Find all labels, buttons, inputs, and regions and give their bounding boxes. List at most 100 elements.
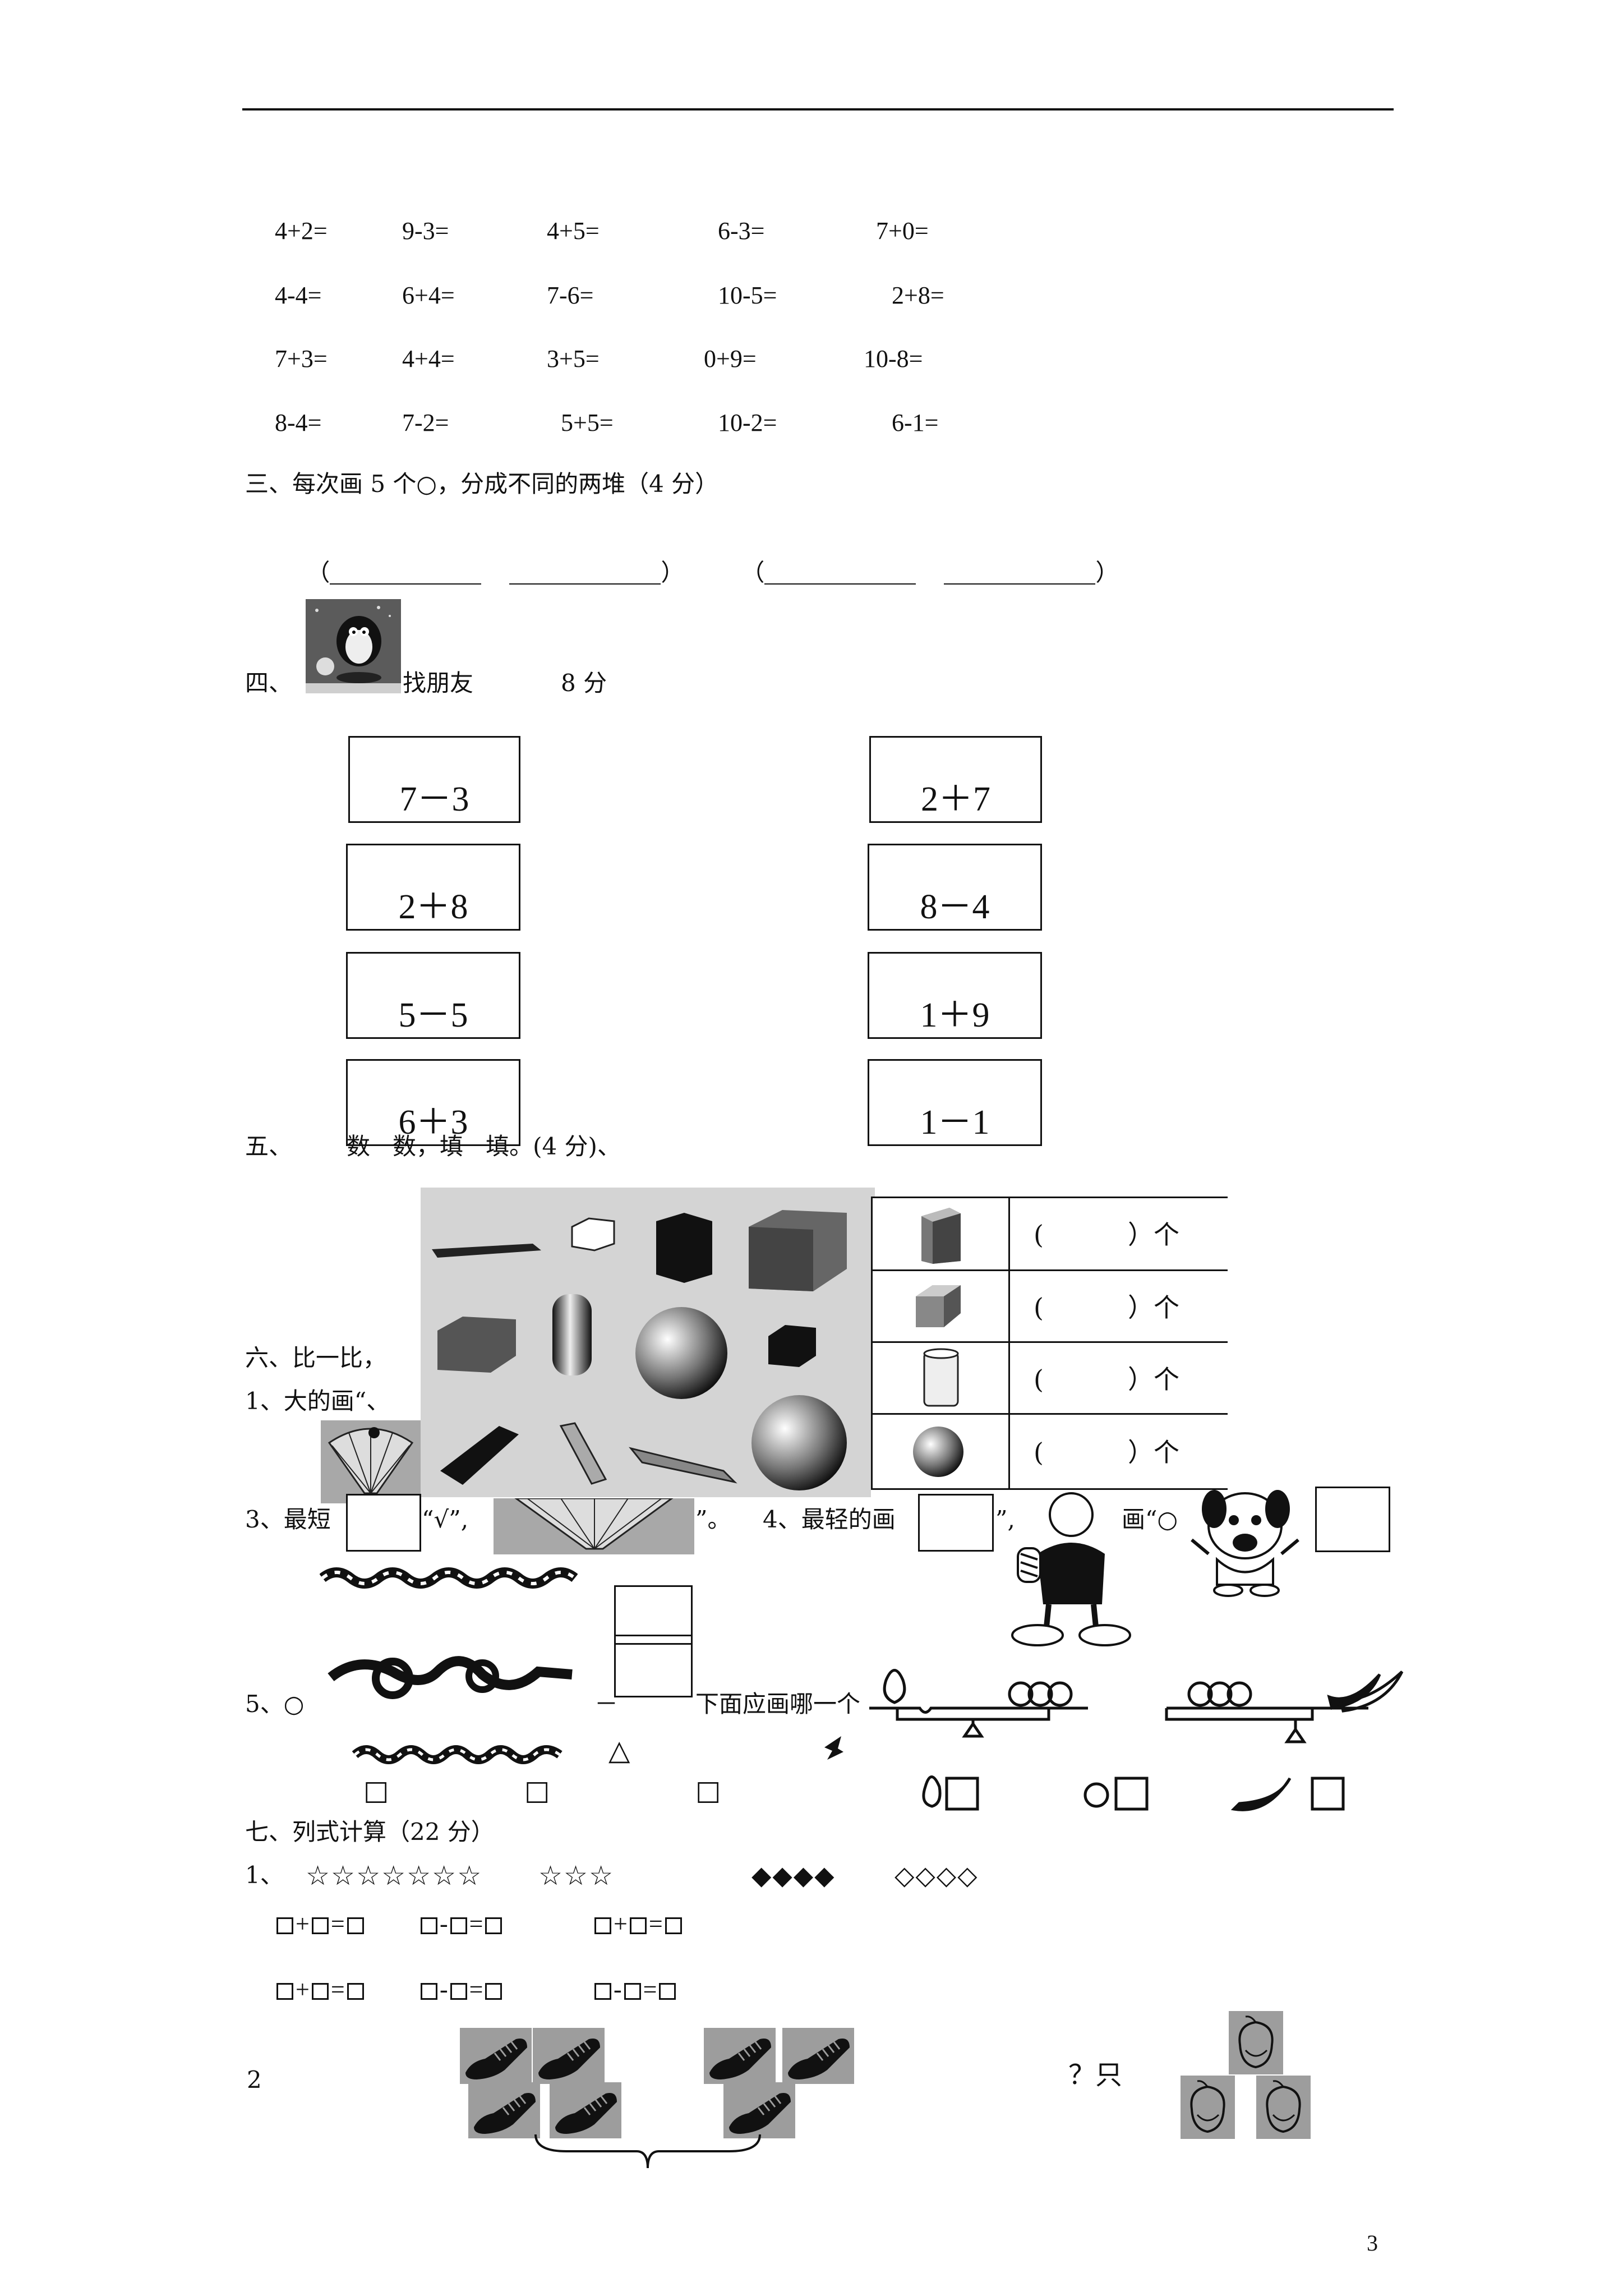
- section3-answer-left: （）: [306, 559, 685, 586]
- white-stars-group-2: ☆☆☆: [538, 1860, 615, 1892]
- arith-problem: 3+5=: [547, 345, 600, 372]
- answer-square[interactable]: [311, 1917, 329, 1934]
- equation-template: +=: [594, 1912, 682, 1936]
- answer-square[interactable]: [276, 1917, 293, 1934]
- operator-symbol: -: [614, 1976, 622, 2003]
- operator-symbol: +: [296, 1976, 310, 2003]
- section6-item4c: 画“○: [1122, 1506, 1178, 1533]
- answer-square[interactable]: [659, 1983, 676, 2000]
- section6-item3b: “√”,: [422, 1506, 469, 1533]
- comb-icon: [538, 2039, 600, 2079]
- answer-square[interactable]: [485, 1917, 502, 1934]
- penguin-icon: [306, 599, 401, 693]
- large-fan-photo: [494, 1498, 694, 1554]
- operator-symbol: =: [469, 1910, 483, 1938]
- answer-square[interactable]: [347, 1983, 364, 2000]
- section6-item5c: 下面应画哪一个: [695, 1690, 861, 1718]
- answer-blank[interactable]: [1044, 1315, 1128, 1320]
- shapes-photo: [421, 1188, 875, 1497]
- card-left[interactable]: 6＋3: [346, 1059, 520, 1146]
- card-left[interactable]: 2＋8: [346, 844, 520, 931]
- answer-blank[interactable]: [1044, 1242, 1128, 1248]
- answer-square[interactable]: [594, 1983, 611, 2000]
- answer-square[interactable]: [311, 1983, 329, 2000]
- white-stars-group: ☆☆☆☆☆☆☆: [306, 1860, 483, 1892]
- answer-square[interactable]: [450, 1917, 467, 1934]
- arith-problem: 4+5=: [547, 217, 600, 245]
- fan-icon: [328, 1427, 414, 1494]
- cuboid-icon: [921, 1208, 961, 1264]
- arith-problem: 6+4=: [402, 282, 455, 309]
- section4-score: 8 分: [561, 669, 607, 697]
- peach-photo: [1256, 2076, 1311, 2139]
- checkbox-2[interactable]: □: [524, 1775, 550, 1806]
- answer-square[interactable]: [347, 1917, 364, 1934]
- blank-line[interactable]: [764, 563, 916, 585]
- section6-item4b: ”,: [995, 1506, 1015, 1533]
- answer-square[interactable]: [485, 1983, 502, 2000]
- section5-prefix: 五、: [245, 1133, 293, 1160]
- answer-square[interactable]: [421, 1983, 437, 2000]
- blank-line[interactable]: [509, 563, 661, 585]
- comb-photo: [723, 2082, 795, 2138]
- answer-square[interactable]: [594, 1917, 611, 1934]
- section5-title: 数 数，填 填。(4 分)、: [347, 1133, 621, 1160]
- comb-icon: [788, 2039, 850, 2079]
- curly-brace-icon: [534, 2134, 761, 2169]
- checkbox-1[interactable]: □: [363, 1775, 389, 1806]
- equation-template: +=: [276, 1912, 364, 1936]
- answer-square[interactable]: [421, 1917, 437, 1934]
- section7-q2-label: 2: [247, 2066, 262, 2093]
- blank-line[interactable]: [330, 563, 482, 585]
- star-fragment-icon: [824, 1736, 843, 1760]
- white-diamonds-group: ◇◇◇◇: [895, 1860, 979, 1890]
- arith-problem: 8-4=: [275, 409, 322, 436]
- card-right[interactable]: 2＋7: [869, 736, 1042, 823]
- arith-problem: 10-8=: [864, 345, 923, 372]
- card-right[interactable]: 8－4: [868, 844, 1042, 931]
- answer-box[interactable]: [346, 1494, 421, 1552]
- comb-icon: [555, 2093, 617, 2134]
- operator-symbol: -: [440, 1976, 448, 2003]
- answer-box[interactable]: [918, 1494, 994, 1552]
- operator-symbol: =: [330, 1910, 345, 1938]
- checkbox-3[interactable]: □: [695, 1775, 721, 1806]
- peach-icon: [1190, 2080, 1225, 2133]
- arith-problem: 10-5=: [718, 282, 777, 309]
- 3d-shapes-illustration: [421, 1188, 875, 1497]
- card-left[interactable]: 7－3: [348, 736, 520, 823]
- answer-square[interactable]: [665, 1917, 682, 1934]
- rope-short-icon: [352, 1745, 562, 1764]
- count-row: (）个: [1034, 1220, 1179, 1250]
- blank-line[interactable]: [944, 563, 1096, 585]
- cartoon-dog-icon: [1191, 1490, 1299, 1597]
- section6-item1: 1、大的画“、: [245, 1387, 390, 1415]
- arith-problem: 10-2=: [718, 409, 777, 436]
- answer-square[interactable]: [629, 1917, 647, 1934]
- cartoon-kid-icon: [1011, 1492, 1131, 1646]
- arith-problem: 7+3=: [275, 345, 328, 372]
- arith-problem: 2+8=: [892, 282, 944, 309]
- card-right[interactable]: 1＋9: [868, 952, 1042, 1039]
- operator-symbol: =: [469, 1976, 483, 2003]
- answer-blank[interactable]: [1044, 1387, 1128, 1392]
- comb-photo: [460, 2028, 532, 2084]
- rope-long-icon: [320, 1567, 578, 1589]
- answer-square[interactable]: [450, 1983, 467, 2000]
- card-right[interactable]: 1－1: [868, 1059, 1042, 1146]
- card-left[interactable]: 5－5: [346, 952, 520, 1039]
- section7-q2-question: ？只: [1068, 2059, 1123, 2091]
- arith-problem: 6-1=: [892, 409, 939, 436]
- arith-problem: 4+4=: [402, 345, 455, 372]
- cube-icon: [916, 1285, 961, 1327]
- answer-square[interactable]: [624, 1983, 641, 2000]
- comb-icon: [729, 2093, 791, 2134]
- section6-item5b: －: [594, 1690, 619, 1718]
- answer-square[interactable]: [276, 1983, 293, 2000]
- arith-problem: 6-3=: [718, 217, 765, 245]
- answer-box[interactable]: [1315, 1487, 1390, 1552]
- section6-item5a: 5、○: [245, 1690, 305, 1718]
- equation-template: -=: [421, 1977, 502, 2002]
- arith-problem: 7-6=: [547, 282, 594, 309]
- answer-blank[interactable]: [1044, 1460, 1128, 1465]
